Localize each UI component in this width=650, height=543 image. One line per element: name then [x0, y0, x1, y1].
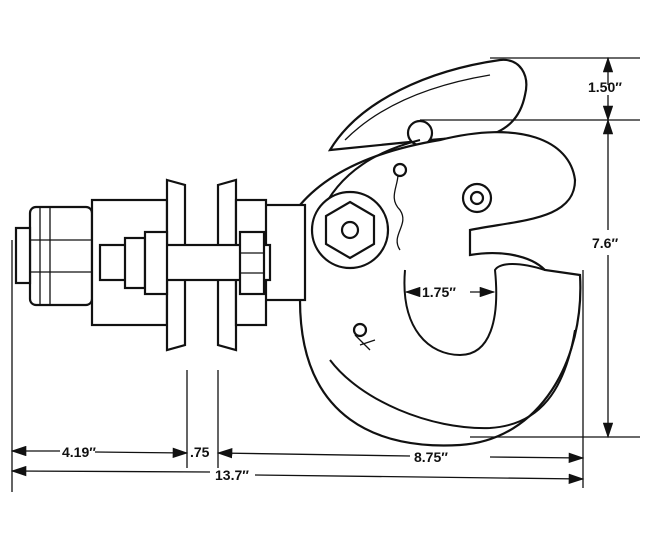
dim-latch-height: 1.50″	[588, 79, 622, 95]
dim-hook-length: 8.75″	[414, 449, 448, 465]
dim-jaw-opening: 1.75″	[422, 284, 456, 300]
dim-overall-length: 13.7″	[215, 467, 249, 483]
dim-overall-height: 7.6″	[592, 235, 618, 251]
hook-body	[298, 58, 582, 447]
mounting-assembly	[14, 178, 307, 352]
dim-flange-gap: .75	[190, 444, 210, 460]
dimension-arrows	[10, 56, 614, 485]
dim-mount-length: 4.19″	[62, 444, 96, 460]
